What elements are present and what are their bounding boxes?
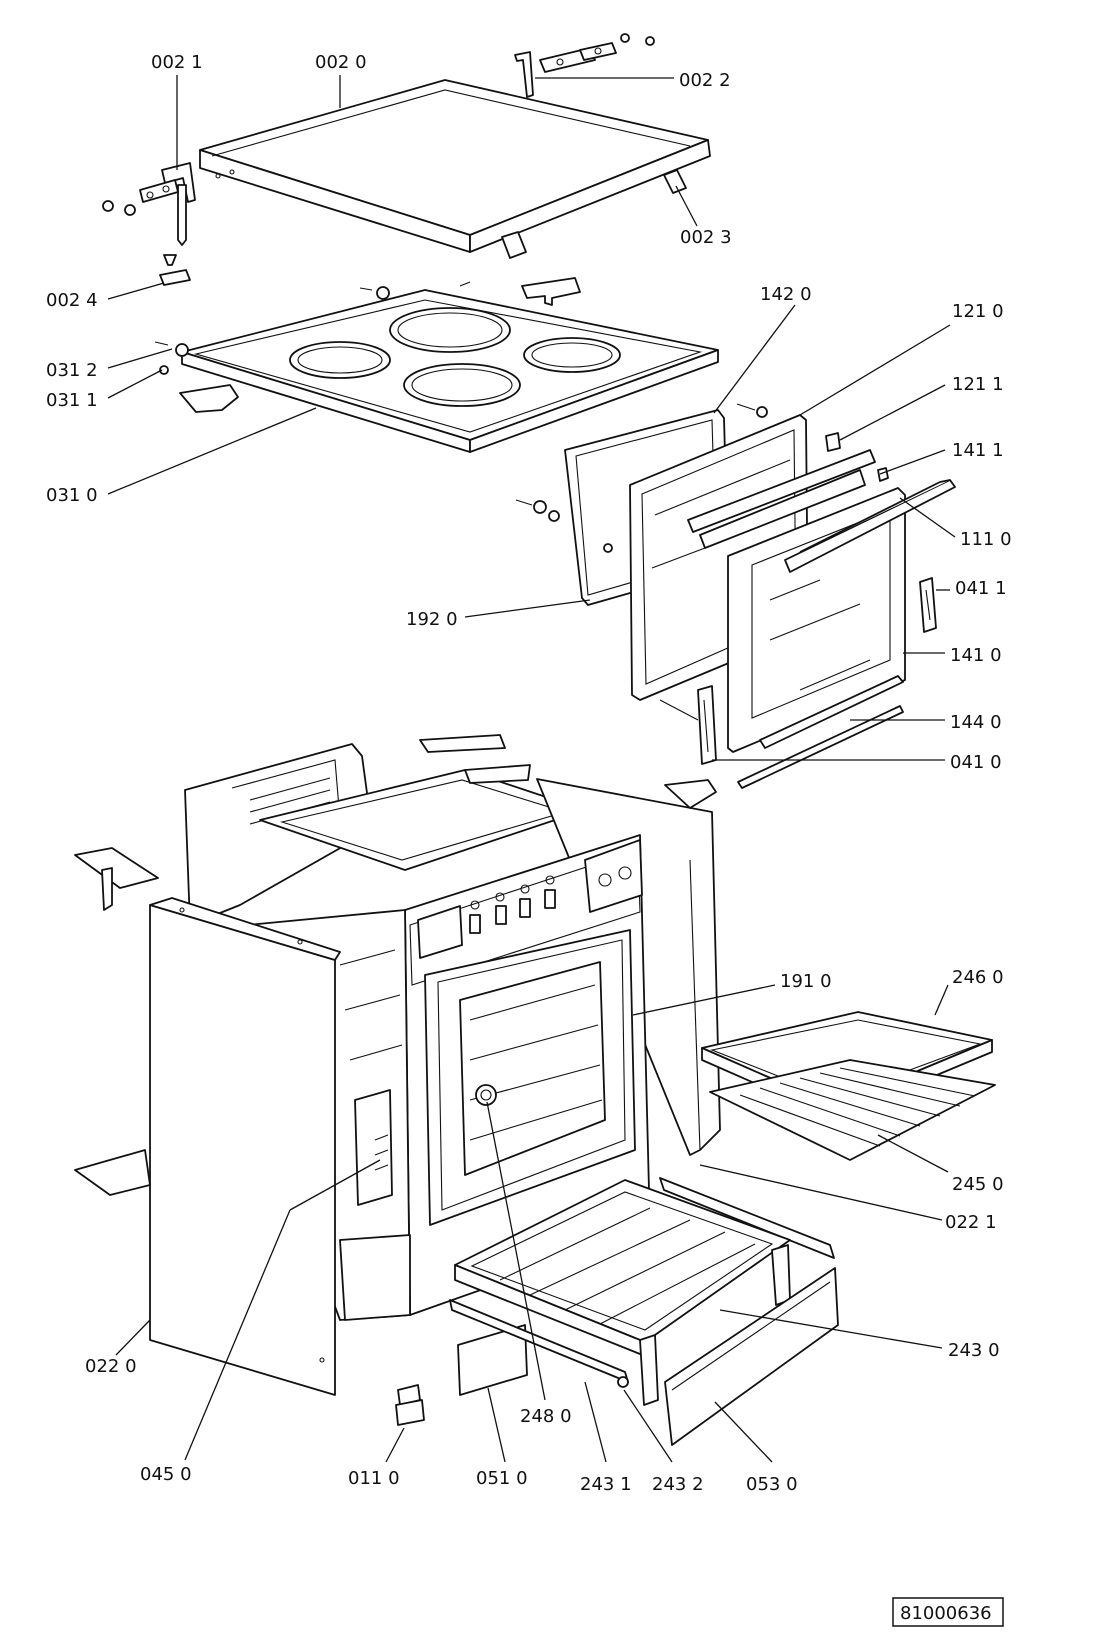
document-reference: 81000636 xyxy=(892,1597,1004,1627)
callout-2430: 243 0 xyxy=(948,1340,1000,1361)
door-hinge-bracket xyxy=(354,1089,393,1206)
cooker-lid xyxy=(199,79,711,259)
callout-0110: 011 0 xyxy=(348,1468,400,1489)
callout-0530: 053 0 xyxy=(746,1474,798,1495)
callout-0221: 022 1 xyxy=(945,1212,997,1233)
hob-top xyxy=(154,277,719,453)
adjustable-foot xyxy=(395,1384,425,1426)
callout-2460: 246 0 xyxy=(952,967,1004,988)
callout-0312: 031 2 xyxy=(46,360,98,381)
side-panel-left xyxy=(149,897,341,1396)
callout-0220: 022 0 xyxy=(85,1356,137,1377)
callout-0450: 045 0 xyxy=(140,1464,192,1485)
leader-lines xyxy=(107,75,956,1463)
drawer-roller xyxy=(617,1376,629,1388)
lid-stop-clip xyxy=(159,254,191,286)
oven-door-assembly xyxy=(515,403,956,789)
callout-0310: 031 0 xyxy=(46,485,98,506)
callout-1211: 121 1 xyxy=(952,374,1004,395)
storage-drawer xyxy=(454,1179,791,1406)
callout-2450: 245 0 xyxy=(952,1174,1004,1195)
callout-1110: 111 0 xyxy=(960,529,1012,550)
lid-hinge-right xyxy=(514,33,655,98)
callout-1920: 192 0 xyxy=(406,609,458,630)
callout-0410: 041 0 xyxy=(950,752,1002,773)
callout-0020: 002 0 xyxy=(315,52,367,73)
side-rail xyxy=(659,1177,835,1259)
callout-1440: 144 0 xyxy=(950,712,1002,733)
lid-hinge-left xyxy=(102,162,196,246)
oven-rack xyxy=(709,1059,996,1161)
callout-1410: 141 0 xyxy=(950,645,1002,666)
callout-1411: 141 1 xyxy=(952,440,1004,461)
callout-1210: 121 0 xyxy=(952,301,1004,322)
callout-0021: 002 1 xyxy=(151,52,203,73)
callout-0024: 002 4 xyxy=(46,290,98,311)
callout-labels: 002 1 002 0 002 2 002 3 002 4 031 2 031 … xyxy=(46,52,1012,1495)
callout-1420: 142 0 xyxy=(760,284,812,305)
callout-2480: 248 0 xyxy=(520,1406,572,1427)
callout-0311: 031 1 xyxy=(46,390,98,411)
callout-0411: 041 1 xyxy=(955,578,1007,599)
callout-1910: 191 0 xyxy=(780,971,832,992)
rear-bracket-left xyxy=(74,847,159,911)
callout-0023: 002 3 xyxy=(680,227,732,248)
callout-2431: 243 1 xyxy=(580,1474,632,1495)
callout-2432: 243 2 xyxy=(652,1474,704,1495)
callout-0022: 002 2 xyxy=(679,70,731,91)
drawer-front xyxy=(664,1267,839,1446)
document-ref-number: 81000636 xyxy=(900,1603,992,1624)
callout-0510: 051 0 xyxy=(476,1468,528,1489)
base-plate-left xyxy=(74,1149,151,1196)
